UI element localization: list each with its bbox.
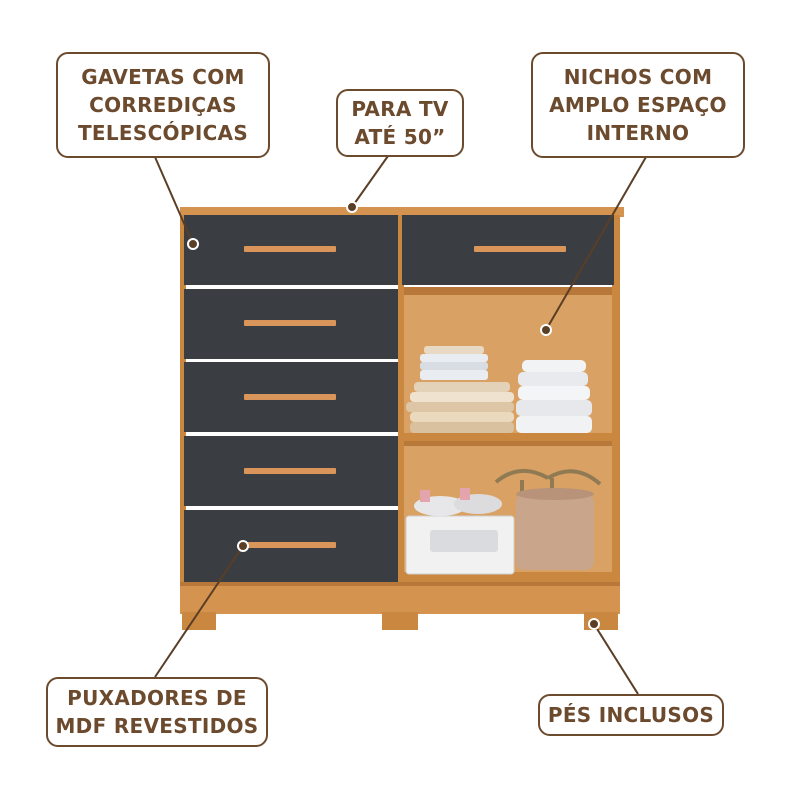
decor-pot (494, 469, 602, 570)
leader-lines (154, 155, 647, 695)
dresser-base (180, 582, 620, 614)
dresser-right-side (612, 215, 620, 600)
callout-text: CORREDIÇAS (89, 93, 237, 117)
callout-handles: PUXADORES DE MDF REVESTIDOS (46, 677, 268, 747)
drawer-handle (244, 542, 336, 548)
base-shadow (180, 582, 620, 586)
callout-text: PÉS INCLUSOS (547, 703, 715, 727)
callout-text: INTERNO (586, 121, 690, 145)
callout-text: GAVETAS COM (81, 65, 245, 89)
drawer-handle (474, 246, 566, 252)
shelf-shadow (404, 441, 612, 446)
drawer-handle (244, 394, 336, 400)
foot-left (182, 612, 216, 630)
drawer-handle (244, 468, 336, 474)
callout-text: PUXADORES DE (67, 686, 247, 710)
niche-bottom (404, 572, 612, 582)
center-divider (398, 215, 404, 585)
shoe-box (405, 488, 515, 575)
callout-text: ATÉ 50” (354, 125, 446, 149)
callout-drawers: GAVETAS COM CORREDIÇAS TELESCÓPICAS (56, 52, 270, 158)
niche-shelf (404, 433, 612, 441)
callout-text: TELESCÓPICAS (77, 121, 249, 145)
foot-middle (382, 612, 418, 630)
callout-niches: NICHOS COM AMPLO ESPAÇO INTERNO (531, 52, 745, 158)
callout-feet: PÉS INCLUSOS (538, 694, 724, 736)
dresser-left-side (180, 215, 186, 600)
left-drawers (184, 215, 398, 582)
folded-towels (516, 360, 592, 433)
folded-clothes-left (406, 346, 514, 433)
callout-text: NICHOS COM (563, 65, 713, 89)
drawer-handle (244, 320, 336, 326)
callout-text: PARA TV (351, 97, 449, 121)
niche-top-shadow (404, 287, 612, 295)
dresser-top (180, 207, 624, 217)
callout-text: MDF REVESTIDOS (55, 714, 259, 738)
callout-tv: PARA TV ATÉ 50” (336, 89, 464, 157)
drawer-handle (244, 246, 336, 252)
callout-text: AMPLO ESPAÇO (549, 93, 727, 117)
